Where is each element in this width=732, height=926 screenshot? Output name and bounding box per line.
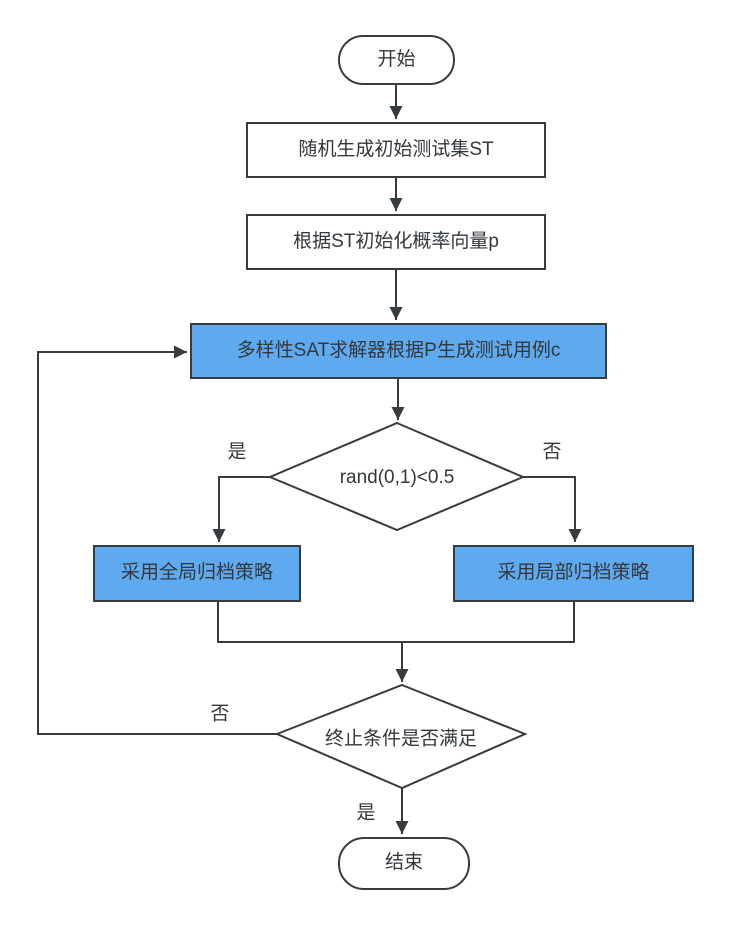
edge-rand-yes-to-global: [212, 476, 270, 542]
process-init-probability-vector: 根据ST初始化概率向量p: [246, 214, 546, 270]
decision-rand-label: rand(0,1)<0.5: [339, 467, 455, 488]
end-node: 结束: [338, 837, 470, 890]
process-local-archive-strategy: 采用局部归档策略: [453, 545, 694, 602]
process-sat-solver-generate-case: 多样性SAT求解器根据P生成测试用例c: [190, 323, 607, 379]
edge-rand-no-to-local: [523, 476, 582, 542]
edge-label-termination-no: 否: [208, 698, 232, 726]
edge-label-termination-yes: 是: [354, 797, 378, 825]
decision-termination-label: 终止条件是否满足: [324, 728, 478, 750]
edge-termination-no-loop-back: [37, 345, 277, 735]
decision-rand-shape: [267, 421, 526, 532]
edge-label-rand-no: 否: [540, 436, 564, 464]
process-generate-initial-test-set: 随机生成初始测试集ST: [246, 122, 546, 178]
process-global-archive-strategy: 采用全局归档策略: [93, 545, 301, 602]
edge-label-rand-yes: 是: [225, 436, 249, 464]
decision-termination-shape: [274, 683, 528, 790]
edge-merge-join: [217, 602, 575, 643]
start-node: 开始: [338, 35, 455, 85]
